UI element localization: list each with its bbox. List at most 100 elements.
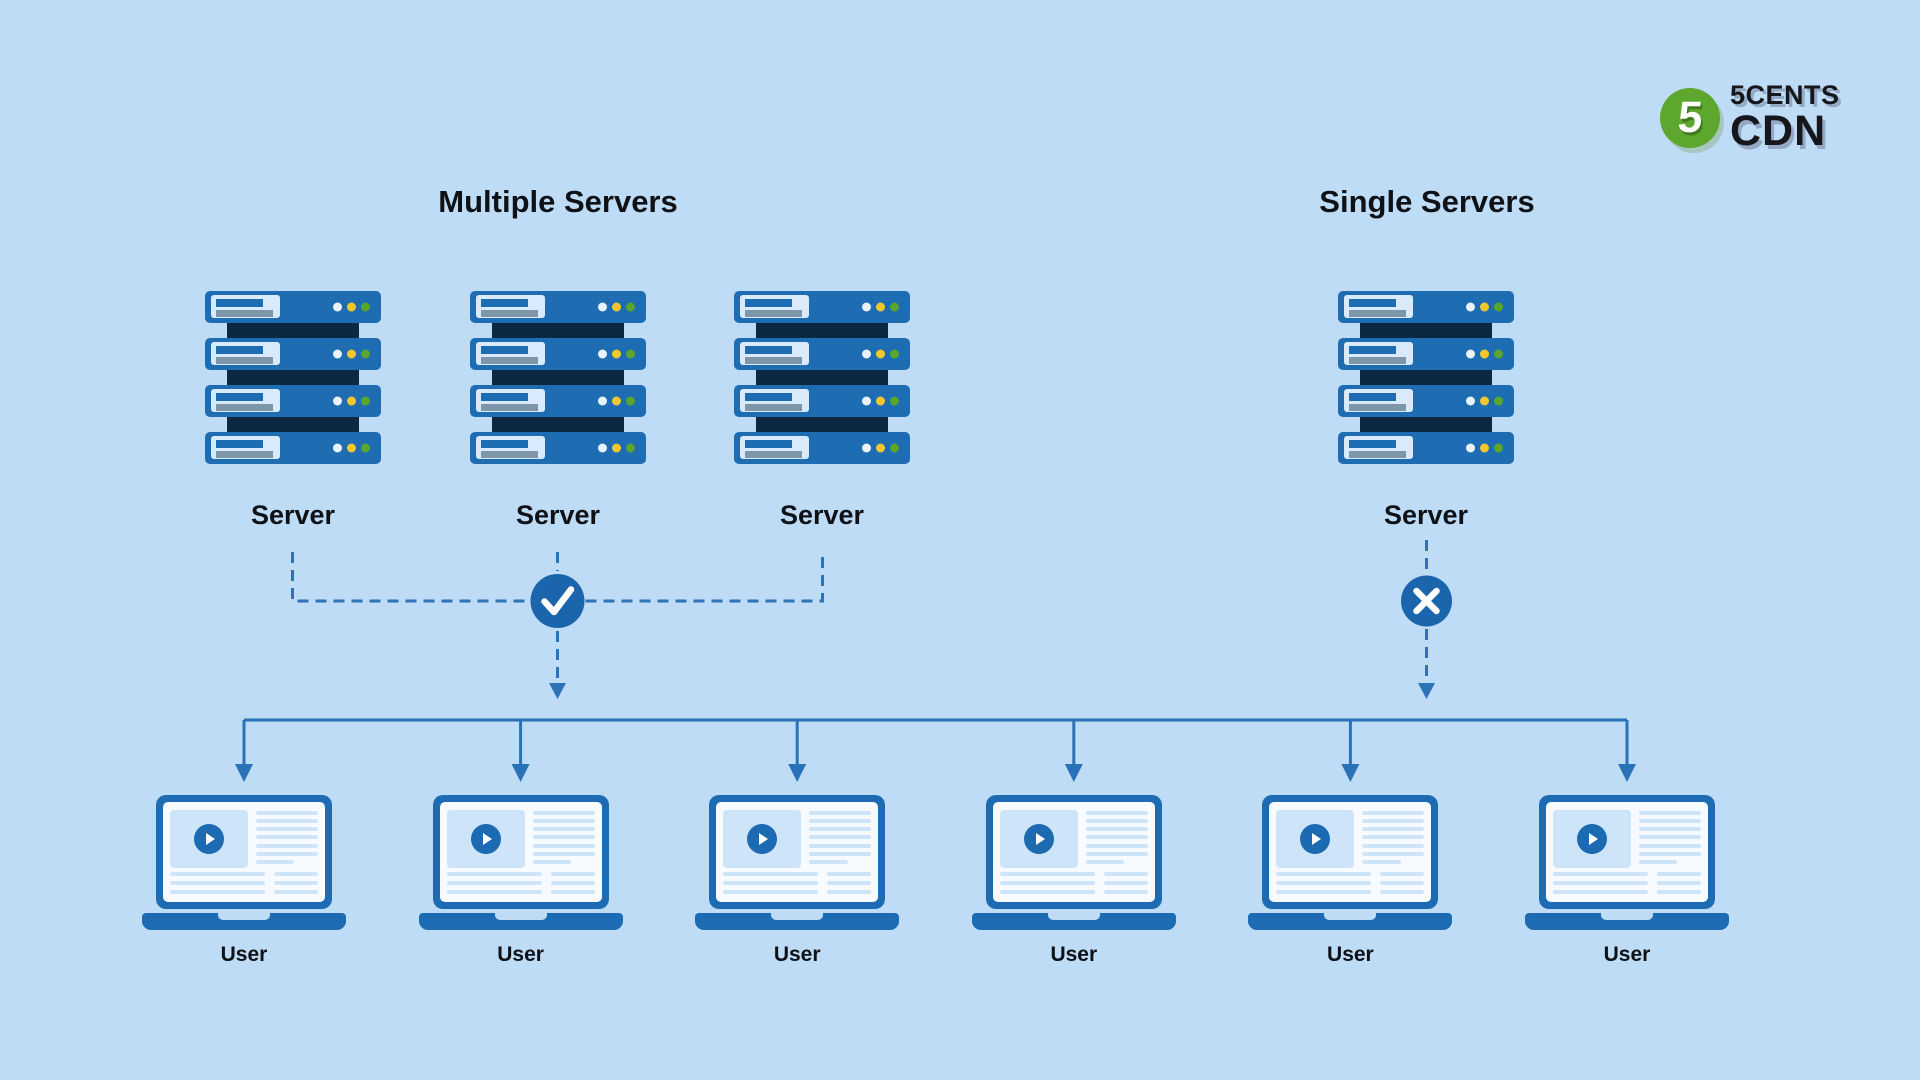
brand-logo: 5 5CENTS CDN [1660,82,1840,153]
user-label: User [1050,943,1098,966]
server-unit [205,338,381,370]
server-led-dots [1466,396,1503,406]
server-panel [476,436,545,459]
server-unit [1338,432,1514,464]
text-lines [1362,810,1425,865]
video-thumbnail [446,810,525,868]
play-icon [194,824,224,854]
server-led-dots [333,443,370,453]
server-panel [476,295,545,318]
laptop-screen [1539,795,1715,909]
text-lines [1276,872,1425,894]
server-label: Server [779,500,865,530]
server-label: Server [250,500,336,530]
server-unit [734,338,910,370]
server-unit [205,291,381,323]
server-panel [1344,342,1413,365]
check-status-circle [530,574,585,628]
text-lines [723,872,872,894]
video-thumbnail [170,810,248,868]
server-rack-joint [492,417,624,432]
user-label: User [773,943,821,966]
play-icon [1023,824,1054,854]
text-lines [446,872,595,894]
server-led-dots [598,302,635,312]
server-rack-joint [492,323,624,338]
server-unit [470,385,646,417]
server-led-dots [1466,443,1503,453]
server-unit [470,291,646,323]
laptop-base [1525,913,1729,930]
server-stack [470,291,646,464]
server-unit [1338,291,1514,323]
user-label: User [220,943,268,966]
distribution-line [242,718,1629,765]
server-panel [211,342,280,365]
server-panel [1344,436,1413,459]
play-icon [470,824,501,854]
server-panel [211,436,280,459]
video-thumbnail [999,810,1078,868]
logo-badge-circle: 5 [1660,87,1720,148]
text-lines [1085,810,1148,865]
logo-wordmark: 5CENTS CDN [1730,82,1840,153]
laptop-base [418,913,623,930]
server-stack [205,291,381,464]
user-laptop: User [142,795,346,967]
video-thumbnail [1276,810,1355,868]
server-unit [1338,338,1514,370]
server-panel [740,389,809,412]
server-stack [734,291,910,464]
arrowhead-down-icon [1418,683,1435,699]
server-led-dots [862,349,899,359]
text-lines [532,810,595,865]
server-panel [211,389,280,412]
user-laptop: User [418,795,623,967]
text-lines [170,872,318,894]
user-laptop: User [695,795,900,967]
server-panel [476,389,545,412]
laptop-base [971,913,1176,930]
user-laptop: User [1525,795,1729,967]
server-led-dots [1466,349,1503,359]
text-lines [999,872,1148,894]
server-led-dots [598,349,635,359]
server-led-dots [333,349,370,359]
play-icon [747,824,778,854]
server-unit [734,291,910,323]
server-rack-joint [492,370,624,385]
server-rack-joint [227,417,359,432]
server-label: Server [1383,500,1469,530]
server-unit [205,385,381,417]
arrowhead-down-icon [235,764,1636,782]
user-label: User [1603,943,1651,966]
server-led-dots [862,302,899,312]
arrowhead-down-icon [549,683,566,699]
multiple-servers-title: Multiple Servers [438,184,678,219]
server-unit [470,432,646,464]
laptop-screen [709,795,886,909]
text-lines [256,810,318,865]
laptop-screen [432,795,609,909]
server-label: Server [515,500,601,530]
logo-wordmark-bottom: CDN [1730,107,1827,155]
server-rack-joint [756,370,888,385]
server-led-dots [862,396,899,406]
x-icon [1413,587,1440,615]
server-rack-joint [756,323,888,338]
user-laptop: User [971,795,1176,967]
server-panel [1344,389,1413,412]
server-led-dots [862,443,899,453]
server-rack-joint [756,417,888,432]
server-panel [211,295,280,318]
server-led-dots [333,396,370,406]
server-rack-joint [1360,370,1492,385]
server-panel [476,342,545,365]
laptop-screen [156,795,332,909]
server-led-dots [598,396,635,406]
server-led-dots [1466,302,1503,312]
server-panel [740,436,809,459]
laptop-base [142,913,346,930]
laptop-screen [985,795,1162,909]
